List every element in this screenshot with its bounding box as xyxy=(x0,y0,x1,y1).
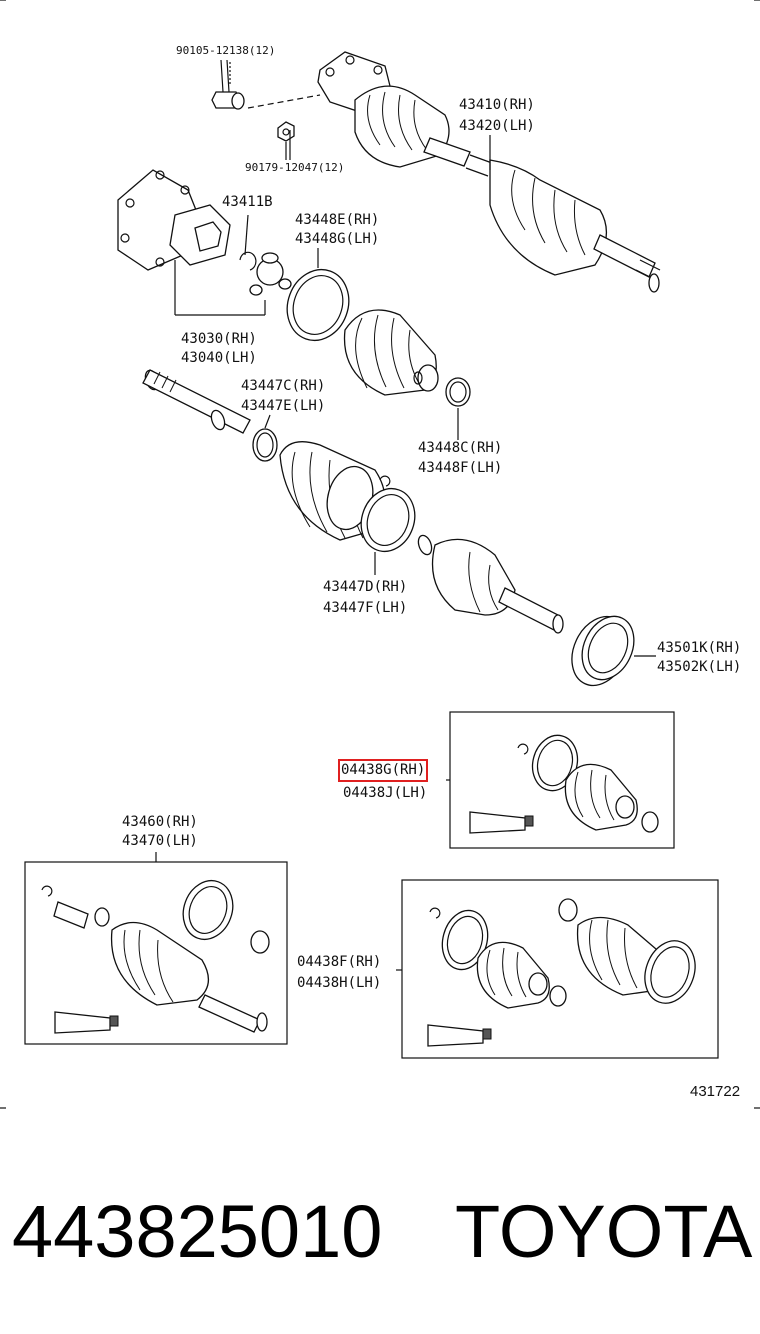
tulip-lh-part-number: 43040(LH) xyxy=(181,350,257,366)
drive-shaft-assembly-icon xyxy=(317,51,661,293)
clamp-e-lh-part-number: 43447E(LH) xyxy=(241,398,326,414)
bolt-icon xyxy=(211,59,321,110)
tulip-rh-part-number: 43030(RH) xyxy=(181,331,257,347)
leader-lines xyxy=(289,130,491,170)
outer-cv-joint-icon xyxy=(417,534,564,634)
nut-icon xyxy=(277,121,295,160)
tulip-housing-icon xyxy=(117,169,266,316)
brand-caption: TOYOTA xyxy=(455,1190,753,1273)
shaft-clamp-icon xyxy=(252,414,278,462)
kit-g-rh-part-number-highlighted: 04438G(RH) xyxy=(337,759,429,782)
clamp-8c-rh-part-number: 43448C(RH) xyxy=(418,440,503,456)
shaft-lh-part-number: 43420(LH) xyxy=(459,118,535,134)
figure-reference-number: 431722 xyxy=(690,1083,741,1100)
clamp-c-rh-part-number: 43447C(RH) xyxy=(241,378,326,394)
kit-j-lh-part-number: 04438J(LH) xyxy=(343,785,428,801)
kit-f-rh-part-number: 04438F(RH) xyxy=(297,954,382,970)
snap-ring-part-number: 43411B xyxy=(222,194,273,210)
clamp-8f-lh-part-number: 43448F(LH) xyxy=(418,460,503,476)
nut-part-number: 90179-12047(12) xyxy=(245,161,345,174)
small-boot-clamp-icon xyxy=(445,377,471,440)
clamp-d-rh-part-number: 43447D(RH) xyxy=(323,579,408,595)
deflector-lh-part-number: 43502K(LH) xyxy=(657,659,742,675)
boot-kit-f-box xyxy=(396,879,719,1059)
joint-lh-part-number: 43470(LH) xyxy=(122,833,198,849)
cv-joint-43460-box xyxy=(24,852,288,1045)
bolt-part-number: 90105-12138(12) xyxy=(176,44,276,57)
boot-kit-g-box xyxy=(446,711,675,849)
tripod-spider-icon xyxy=(249,252,292,296)
large-boot-clamp-icon xyxy=(286,248,350,342)
inner-boot-icon xyxy=(343,309,439,396)
dust-deflector-icon xyxy=(571,615,656,687)
deflector-rh-part-number: 43501K(RH) xyxy=(657,640,742,656)
clamp-f-lh-part-number: 43447F(LH) xyxy=(323,600,408,616)
outer-boot-icon xyxy=(279,441,391,541)
clamp-g-lh-part-number: 43448G(LH) xyxy=(295,231,380,247)
shaft-rh-part-number: 43410(RH) xyxy=(459,97,535,113)
large-ring-clamp-icon xyxy=(360,487,416,575)
inboard-shaft-icon xyxy=(142,369,251,434)
clamp-e-rh-part-number: 43448E(RH) xyxy=(295,212,380,228)
snap-ring-icon xyxy=(239,214,257,271)
joint-rh-part-number: 43460(RH) xyxy=(122,814,198,830)
part-number-caption: 443825010 xyxy=(12,1190,383,1273)
kit-h-lh-part-number: 04438H(LH) xyxy=(297,975,382,991)
frame-corner-marks xyxy=(0,0,760,1109)
